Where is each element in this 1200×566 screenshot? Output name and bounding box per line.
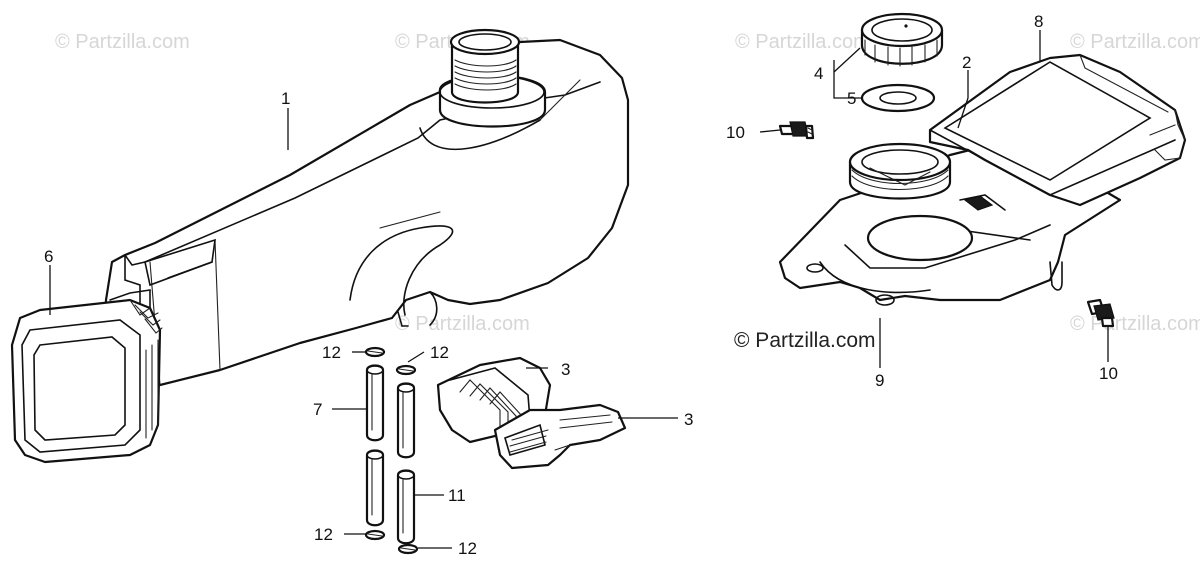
rubber-grommet[interactable]: [10, 298, 163, 464]
hose-clip[interactable]: [364, 346, 386, 358]
callout-3: 3: [684, 410, 693, 429]
screw-upper[interactable]: [778, 121, 815, 140]
callout-6: 6: [44, 247, 53, 266]
callout-7: 7: [313, 400, 322, 419]
cap-gasket[interactable]: [860, 83, 936, 113]
callouts: 1 2 3 3 4 5 6 7 8 9 10 10 11 12 12 12 12: [44, 12, 1118, 558]
callout-12: 12: [430, 343, 449, 362]
callout-9: 9: [875, 371, 884, 390]
leader-12b: [407, 351, 425, 363]
callout-2: 2: [962, 53, 971, 72]
watermark: © Partzilla.com: [1070, 313, 1200, 335]
callout-12: 12: [458, 539, 477, 558]
callout-3: 3: [561, 360, 570, 379]
callout-1: 1: [281, 89, 290, 108]
hose-clip[interactable]: [397, 543, 419, 555]
rubber-cushion-lower[interactable]: [493, 403, 627, 470]
watermark: © Partzilla.com: [735, 31, 870, 53]
tank-filler-neck[interactable]: [438, 28, 547, 128]
callout-10: 10: [726, 123, 745, 142]
callout-5: 5: [847, 89, 856, 108]
watermark: © Partzilla.com: [55, 31, 190, 53]
watermark-layer: © Partzilla.com © Partzilla.com © Partzi…: [55, 31, 1200, 335]
hose-clip[interactable]: [395, 364, 417, 376]
cover-plate[interactable]: [928, 53, 1187, 207]
watermark: © Partzilla.com: [395, 313, 530, 335]
partzilla-watermark: © Partzilla.com: [734, 329, 876, 352]
breather-hose-11-lower[interactable]: [396, 469, 416, 545]
callout-8: 8: [1034, 12, 1043, 31]
watermark: © Partzilla.com: [1070, 31, 1200, 53]
leader-2: [957, 70, 969, 129]
tray-filler-ring[interactable]: [848, 142, 952, 200]
callout-10: 10: [1099, 364, 1118, 383]
breather-hose-7-lower[interactable]: [365, 449, 385, 527]
filler-cap[interactable]: [860, 12, 944, 67]
breather-hose-7-upper[interactable]: [365, 364, 385, 442]
screw-lower[interactable]: [1086, 298, 1115, 328]
callout-11: 11: [448, 486, 466, 505]
callout-12: 12: [322, 343, 341, 362]
leader-10a: [759, 129, 781, 133]
leader-4: [833, 47, 861, 73]
oil-tank[interactable]: [103, 38, 630, 390]
leader-4-5: [833, 60, 862, 99]
hose-clip[interactable]: [364, 529, 386, 541]
leader-lines: [49, 30, 1109, 549]
callout-4: 4: [814, 64, 823, 83]
callout-12: 12: [314, 525, 333, 544]
breather-hose-11-upper[interactable]: [396, 382, 416, 459]
